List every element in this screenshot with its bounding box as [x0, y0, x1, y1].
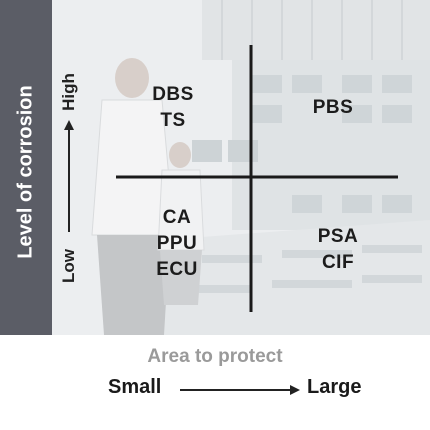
quadrant-item: ECU — [156, 259, 198, 280]
quadrant-bottom-right: PSA CIF — [310, 224, 366, 276]
y-axis-arrowhead — [64, 120, 74, 130]
x-axis-title: Area to protect — [147, 346, 283, 367]
quadrant-bottom-left: CA PPU ECU — [148, 205, 206, 283]
side-band — [0, 0, 52, 335]
quadrant-item: PBS — [312, 97, 354, 118]
y-axis-low-label: Low — [59, 249, 78, 283]
quadrant-item: PPU — [156, 233, 198, 254]
x-axis-large-label: Large — [307, 376, 362, 398]
control-room-background-image — [52, 0, 430, 335]
quadrant-item: CA — [162, 207, 192, 228]
x-axis-arrowhead — [290, 385, 300, 395]
quadrant-item: CIF — [321, 252, 355, 273]
y-axis-high-label: High — [59, 73, 78, 111]
quadrant-item: TS — [160, 110, 186, 131]
quadrant-item: PSA — [317, 226, 359, 247]
x-axis-small-label: Small — [108, 376, 162, 398]
quadrant-top-right: PBS — [305, 95, 361, 121]
quadrant-item: DBS — [152, 84, 194, 105]
quadrant-top-left: DBS TS — [148, 82, 198, 134]
